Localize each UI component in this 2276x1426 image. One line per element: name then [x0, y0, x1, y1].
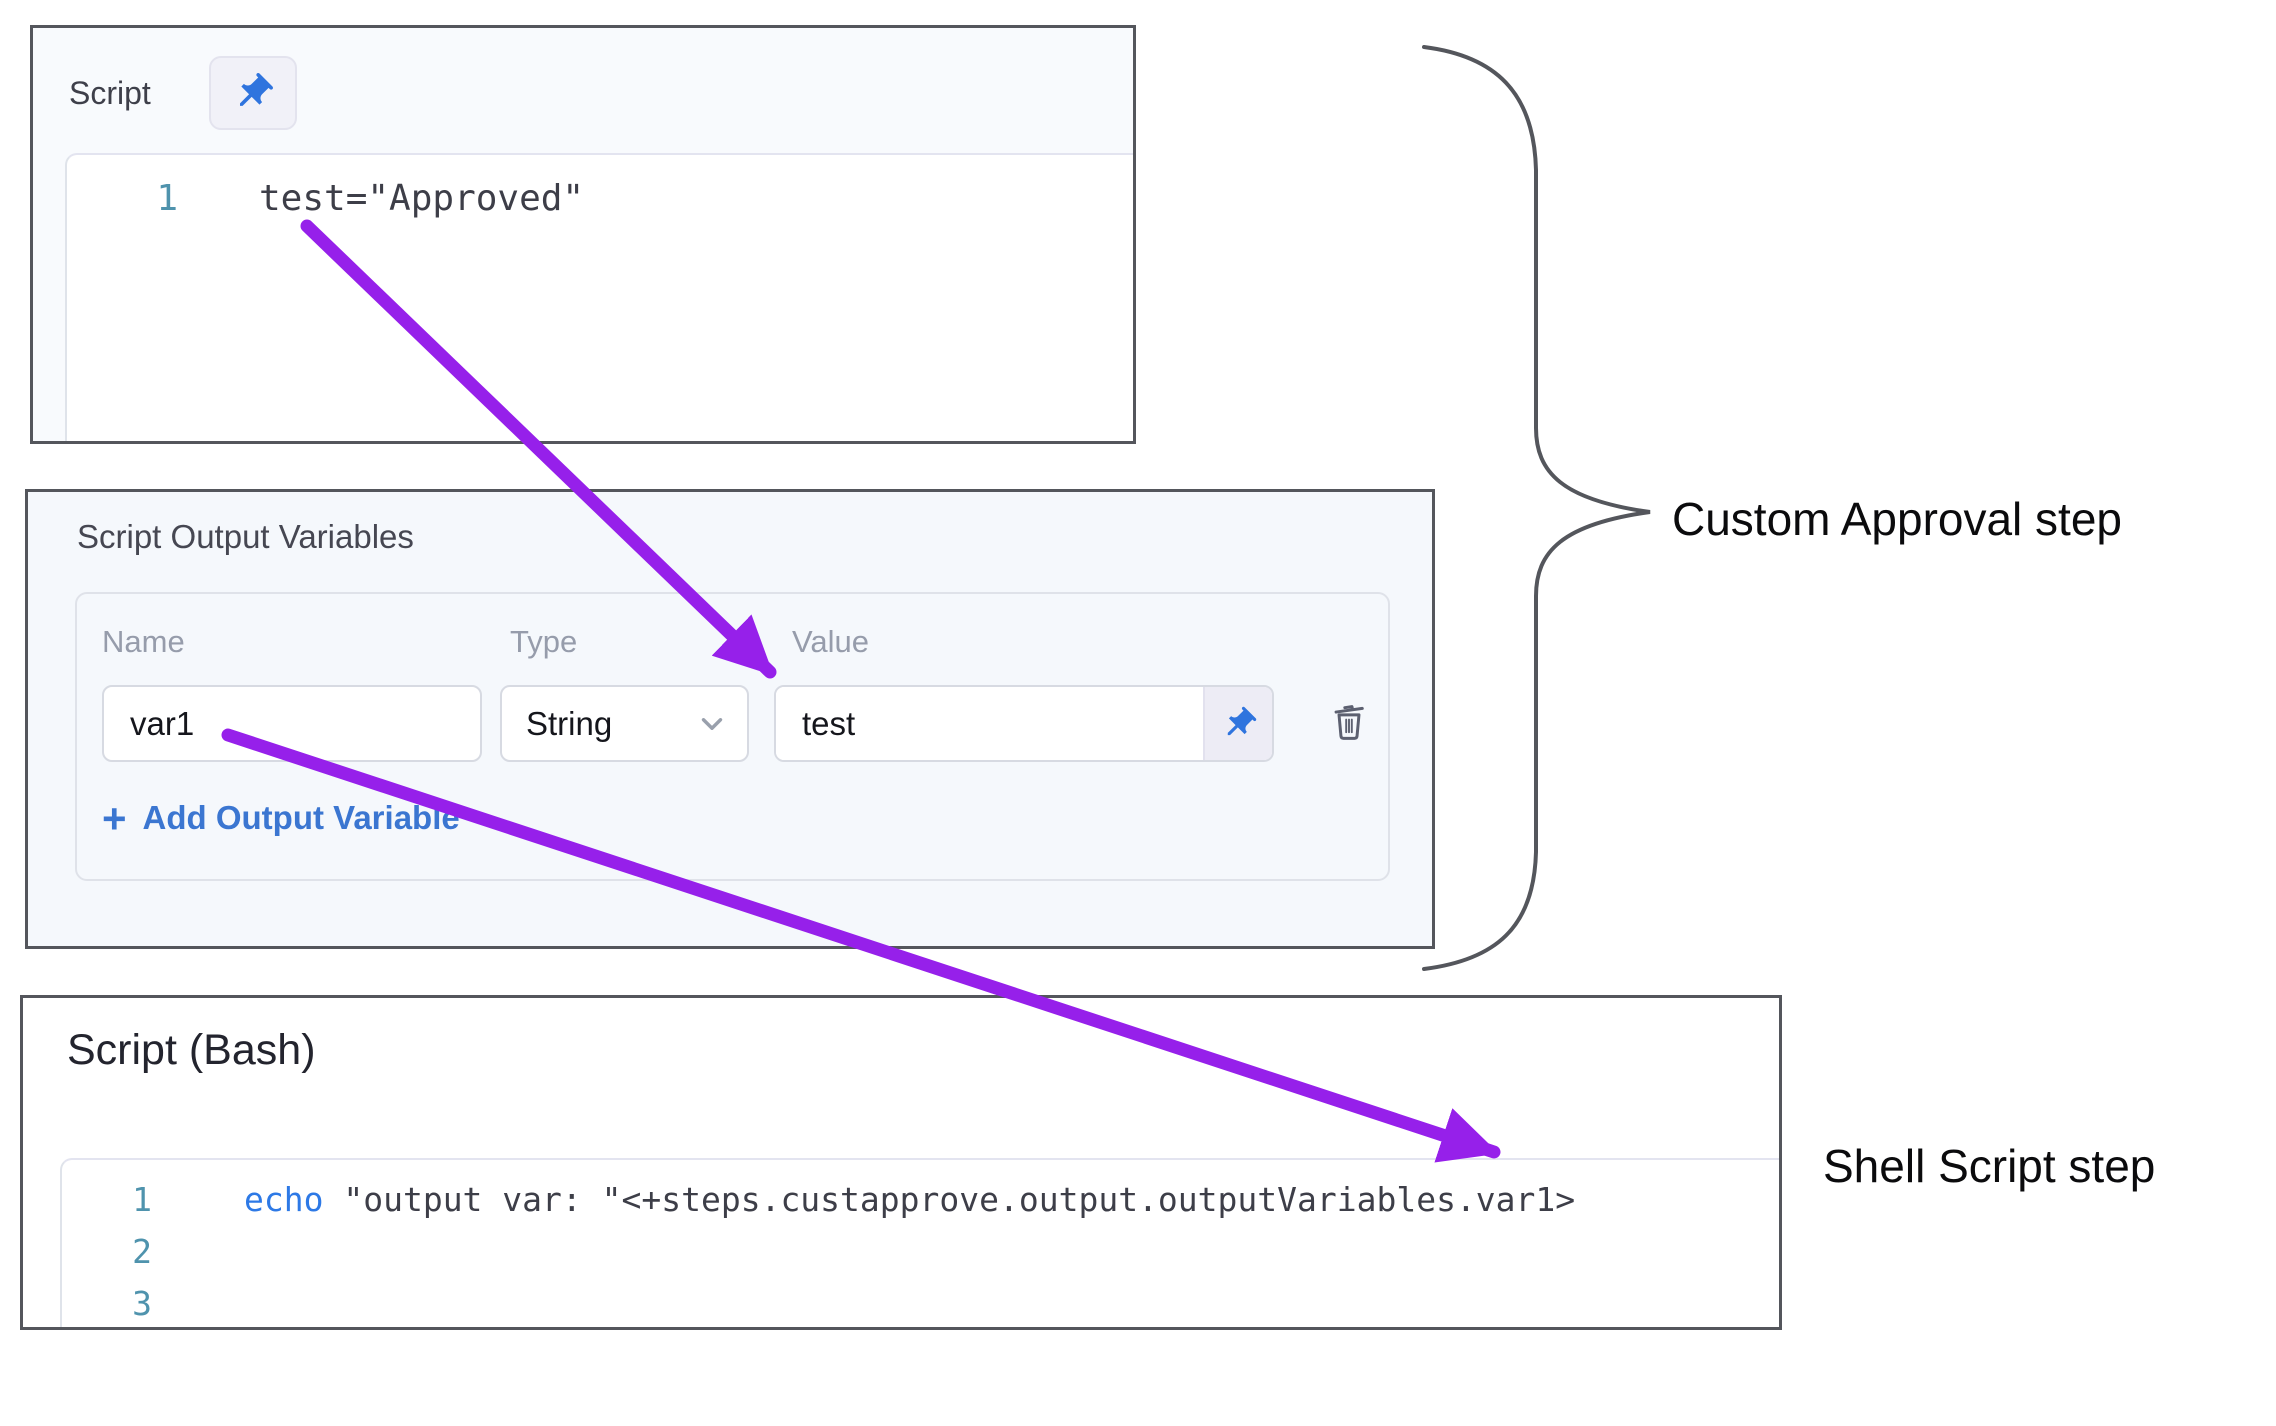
line-number: 1: [132, 1180, 152, 1219]
pin-button[interactable]: [208, 56, 297, 130]
script-panel-header: Script: [33, 28, 1133, 130]
delete-variable-button[interactable]: [1325, 691, 1373, 751]
line-number: 2: [132, 1232, 152, 1271]
code-text: echo "output var: "<+steps.custapprove.o…: [152, 1174, 1575, 1226]
line-number: 1: [156, 178, 178, 219]
code-line: 2: [62, 1226, 1779, 1278]
script-code-editor[interactable]: 1 test="Approved": [65, 153, 1133, 441]
add-output-variable-label: Add Output Variable: [142, 799, 460, 836]
value-column-label: Value: [792, 624, 869, 659]
bash-keyword: echo: [244, 1180, 324, 1219]
shell-script-step-label: Shell Script step: [1823, 1140, 2156, 1192]
name-column-label: Name: [102, 624, 185, 659]
trash-icon: [1328, 696, 1370, 746]
code-text: test="Approved": [259, 178, 585, 219]
bash-panel-title: Script (Bash): [67, 1026, 316, 1074]
plus-icon: +: [102, 794, 127, 842]
vars-panel-title: Script Output Variables: [77, 518, 414, 555]
pin-icon: [1220, 705, 1258, 743]
pin-icon: [231, 71, 275, 115]
code-line: 1 echo "output var: "<+steps.custapprove…: [62, 1174, 1779, 1226]
value-pin-button[interactable]: [1203, 687, 1272, 760]
type-column-label: Type: [510, 624, 578, 659]
script-panel-title: Script: [69, 74, 151, 111]
script-bash-panel: Script (Bash) 1 echo "output var: "<+ste…: [20, 995, 1782, 1330]
script-panel: Script 1 test="Approved": [30, 25, 1136, 444]
variable-value-input[interactable]: [776, 687, 1203, 760]
variables-fieldset: Name Type Value String: [75, 592, 1390, 881]
line-number: 3: [132, 1284, 152, 1323]
selected-type-value: String: [526, 704, 613, 742]
code-line: 1 test="Approved": [67, 175, 1133, 223]
variable-value-field: [774, 685, 1274, 762]
variable-name-input[interactable]: [102, 685, 482, 762]
bash-code-rest: "output var: "<+steps.custapprove.output…: [323, 1180, 1576, 1219]
script-output-variables-panel: Script Output Variables Name Type Value …: [25, 489, 1435, 949]
bash-code-editor[interactable]: 1 echo "output var: "<+steps.custapprove…: [60, 1158, 1779, 1327]
chevron-down-icon: [695, 707, 729, 741]
add-output-variable-button[interactable]: + Add Output Variable: [102, 794, 460, 842]
variable-type-select[interactable]: String: [500, 685, 749, 762]
curly-brace: [1422, 45, 1651, 971]
custom-approval-step-label: Custom Approval step: [1672, 493, 2123, 545]
code-line: 3: [62, 1278, 1779, 1330]
